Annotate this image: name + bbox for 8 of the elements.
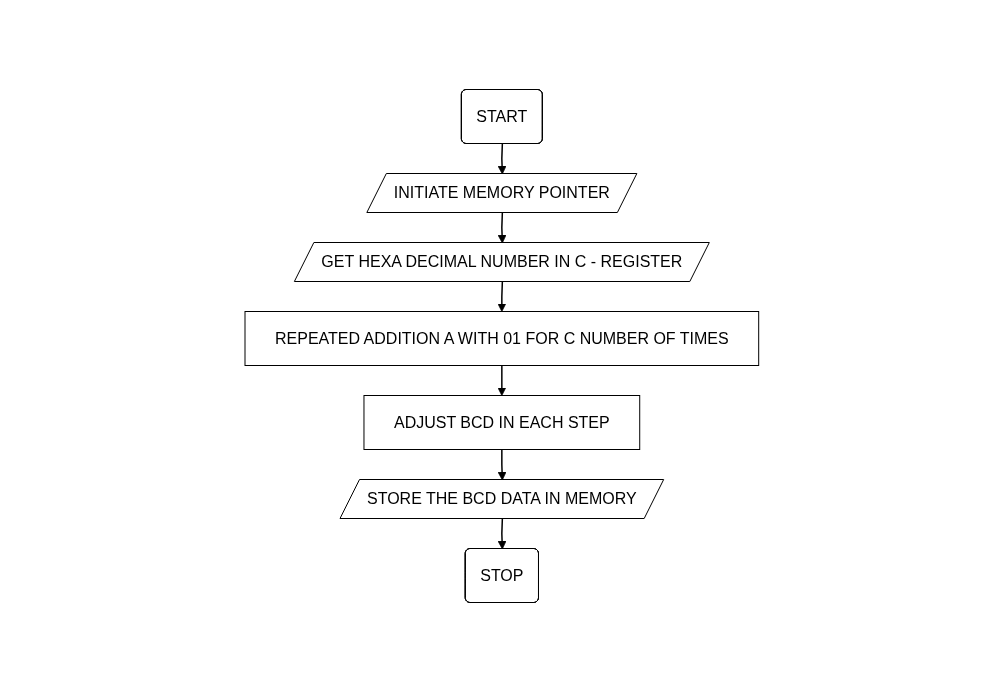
arrow bbox=[497, 143, 507, 175]
arrow bbox=[497, 448, 507, 481]
arrow bbox=[497, 212, 507, 244]
arrow bbox=[497, 281, 506, 312]
node-box: ADJUST BCD IN EACH STEP bbox=[363, 395, 640, 450]
node-box: REPEATED ADDITION A WITH 01 FOR C NUMBER OF TIMES bbox=[244, 311, 759, 366]
arrow bbox=[497, 364, 506, 396]
arrow bbox=[497, 518, 507, 550]
